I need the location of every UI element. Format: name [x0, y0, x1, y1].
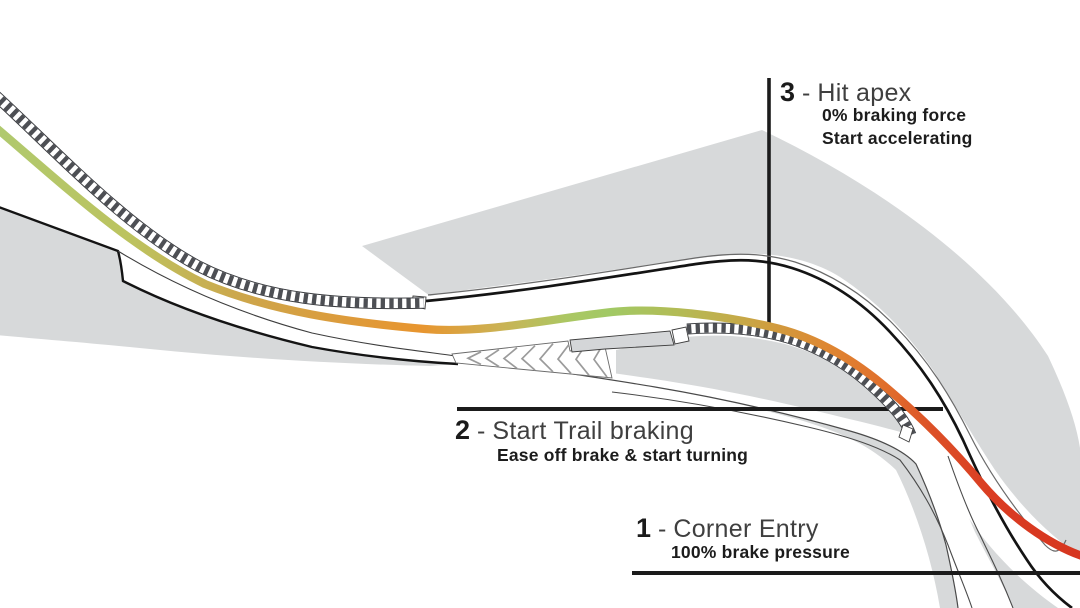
callout-2-subtitles: Ease off brake & start turning: [497, 444, 748, 467]
callout-1-title: 1 - Corner Entry: [636, 513, 819, 544]
chevron-marks: [466, 341, 608, 378]
callout-3-dash: -: [802, 79, 811, 107]
callout-1-subtitles: 100% brake pressure: [671, 541, 850, 564]
callout-1-number: 1: [636, 513, 652, 543]
track-edge-inner-thick: [0, 206, 459, 366]
callout-3-sub-1: 0% braking force: [822, 105, 967, 125]
callout-1-sub-1: 100% brake pressure: [671, 542, 850, 562]
callout-1-label: Corner Entry: [673, 515, 819, 543]
traffic-island: [569, 330, 675, 353]
callout-2-number: 2: [455, 415, 471, 445]
escape-road-edge-outer-entry: [947, 455, 1014, 608]
callout-3-subtitles: 0% braking force Start accelerating: [822, 104, 972, 150]
escape-road: [454, 356, 1013, 608]
callout-3-label: Hit apex: [817, 79, 912, 107]
callout-2-dash: -: [477, 417, 486, 445]
apex-kerb: [686, 322, 917, 443]
callout-3-sub-2: Start accelerating: [822, 128, 973, 148]
escape-road-edge-upper: [453, 355, 959, 608]
callout-2-sub-1: Ease off brake & start turning: [497, 445, 749, 465]
track-edge-outer-thick: [425, 258, 1073, 608]
callout-1-dash: -: [658, 515, 667, 543]
callout-3-number: 3: [780, 77, 796, 107]
track-edge-inner-thin: [117, 250, 457, 357]
callout-2-label: Start Trail braking: [492, 417, 694, 445]
callout-2-title: 2 - Start Trail braking: [455, 415, 694, 446]
runoff-wedge-left: [0, 207, 458, 366]
exit-kerb: [0, 91, 425, 310]
callout-3-title: 3 - Hit apex: [780, 77, 911, 108]
kerb-end-cap-apex: [671, 326, 690, 345]
racing-line: [0, 125, 1080, 560]
runoff-outer: [362, 130, 1080, 556]
